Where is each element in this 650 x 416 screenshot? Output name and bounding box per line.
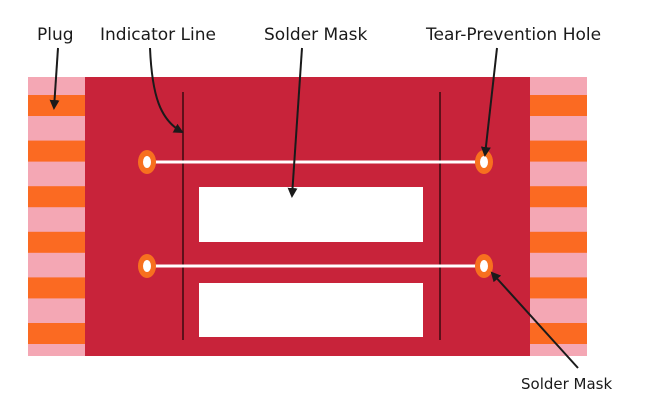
- plug-background: [530, 77, 587, 356]
- plug-contact-stripe: [28, 140, 85, 162]
- label-indicator-line: Indicator Line: [100, 25, 216, 45]
- plug-background: [28, 77, 85, 356]
- plug-contact-stripe: [28, 231, 85, 253]
- plug-contact-stripe: [28, 186, 85, 208]
- arrow-solder-mask-top: [287, 47, 303, 198]
- arrow-plug: [49, 47, 60, 110]
- arrows: [49, 47, 579, 369]
- solder-mask-top: [199, 187, 423, 242]
- plug-contact-stripe: [530, 323, 587, 344]
- label-solder-mask-bottom: Solder Mask: [521, 375, 613, 393]
- label-solder-mask-top: Solder Mask: [264, 25, 368, 45]
- solder-mask-bottom: [199, 283, 423, 337]
- arrow-tear-hole: [480, 47, 498, 157]
- label-tear-prevention-hole: Tear-Prevention Hole: [425, 25, 601, 45]
- arrow-indicator-line: [149, 47, 184, 133]
- plug-contact-stripe: [530, 277, 587, 299]
- label-plug: Plug: [37, 25, 74, 45]
- arrow-solder-mask-bottom: [490, 271, 579, 369]
- plug-contact-stripe: [530, 95, 587, 116]
- plug-contact-stripe: [28, 323, 85, 344]
- plug-contact-stripe: [28, 277, 85, 299]
- plug-contact-stripe: [530, 140, 587, 162]
- plug-left: [28, 77, 85, 356]
- plug-contact-stripe: [530, 231, 587, 253]
- plug-right: [530, 77, 587, 356]
- plug-contact-stripe: [530, 186, 587, 208]
- plug-contact-stripe: [28, 95, 85, 116]
